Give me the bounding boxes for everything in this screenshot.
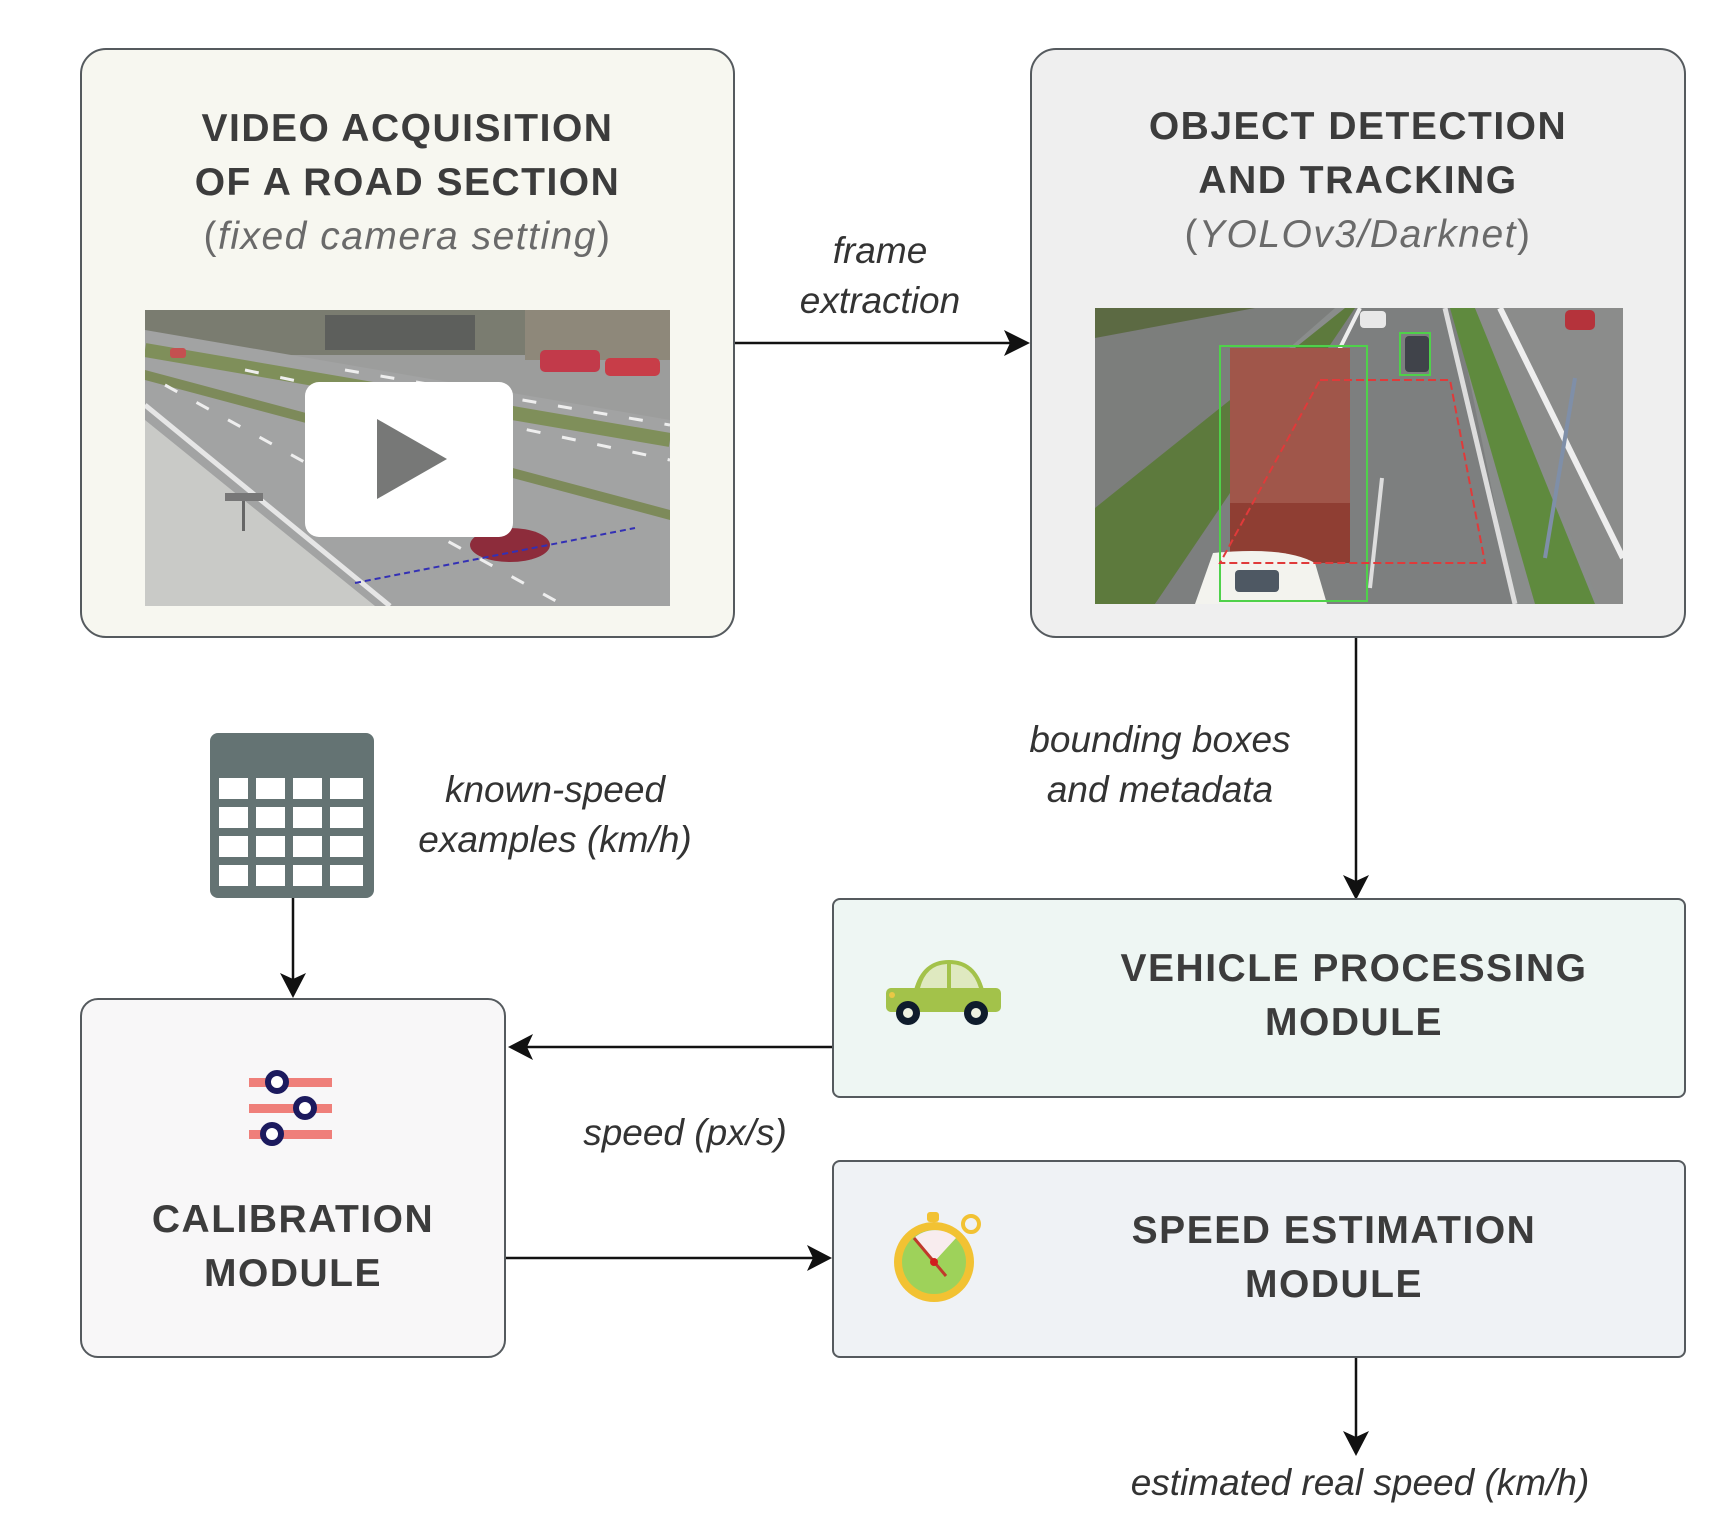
vehicle-processing-title: VEHICLE PROCESSING MODULE bbox=[1024, 942, 1684, 1050]
label-line: bounding boxes bbox=[1029, 719, 1291, 760]
title-line: VEHICLE PROCESSING bbox=[1120, 947, 1588, 990]
paren: ) bbox=[1516, 213, 1532, 256]
arrowhead bbox=[508, 1034, 533, 1060]
paren: ( bbox=[1184, 213, 1200, 256]
detected-vehicles-frame[interactable] bbox=[1095, 308, 1623, 604]
bounding-box-truck bbox=[1219, 345, 1368, 602]
object-detection-node: OBJECT DETECTION AND TRACKING (YOLOv3/Da… bbox=[1030, 48, 1686, 638]
speed-px-label: speed (px/s) bbox=[583, 1112, 787, 1153]
arrowhead bbox=[807, 1245, 832, 1271]
object-detection-subtitle: (YOLOv3/Darknet) bbox=[1032, 208, 1684, 262]
bounding-boxes-label: bounding boxes and metadata bbox=[995, 715, 1325, 815]
vehicle-processing-node: VEHICLE PROCESSING MODULE bbox=[832, 898, 1686, 1098]
arrowhead bbox=[1004, 330, 1030, 356]
title-line: OBJECT DETECTION bbox=[1148, 105, 1568, 148]
subtitle-text: fixed camera setting bbox=[217, 215, 597, 258]
title-line: MODULE bbox=[1245, 1263, 1423, 1306]
title-line: VIDEO ACQUISITION bbox=[201, 107, 614, 150]
paren: ) bbox=[597, 215, 612, 258]
arrowhead bbox=[1343, 875, 1369, 900]
play-button-icon[interactable] bbox=[305, 382, 513, 537]
title-line: MODULE bbox=[1265, 1001, 1443, 1044]
subtitle-text: YOLOv3/Darknet bbox=[1199, 213, 1517, 256]
known-speed-label: known-speed examples (km/h) bbox=[385, 765, 725, 865]
arrowhead bbox=[1343, 1431, 1369, 1456]
title-line: SPEED ESTIMATION bbox=[1131, 1209, 1537, 1252]
title-line: OF A ROAD SECTION bbox=[194, 161, 621, 204]
car-icon bbox=[884, 955, 1004, 1035]
speed-estimation-title: SPEED ESTIMATION MODULE bbox=[1024, 1204, 1644, 1312]
label-line: extraction bbox=[799, 280, 961, 321]
object-detection-title: OBJECT DETECTION AND TRACKING (YOLOv3/Da… bbox=[1032, 100, 1684, 262]
road-video-thumbnail[interactable] bbox=[145, 310, 670, 606]
paren: ( bbox=[203, 215, 218, 258]
frame-extraction-label: frame extraction bbox=[760, 226, 1000, 326]
label-line: and metadata bbox=[1046, 769, 1274, 810]
label-line: examples (km/h) bbox=[418, 819, 692, 860]
speed-zone-polygon bbox=[1218, 379, 1487, 564]
estimated-speed-label: estimated real speed (km/h) bbox=[1130, 1462, 1590, 1503]
sliders-icon bbox=[247, 1068, 337, 1148]
title-line: CALIBRATION bbox=[151, 1198, 435, 1241]
label-line: frame bbox=[832, 230, 928, 271]
bounding-box-car bbox=[1399, 332, 1431, 376]
calibration-node: CALIBRATION MODULE bbox=[80, 998, 506, 1358]
arrowhead bbox=[280, 973, 306, 998]
title-line: MODULE bbox=[204, 1252, 382, 1295]
stopwatch-icon bbox=[894, 1210, 989, 1305]
table-icon bbox=[210, 733, 374, 898]
video-acquisition-node: VIDEO ACQUISITION OF A ROAD SECTION (fix… bbox=[80, 48, 735, 638]
speed-estimation-node: SPEED ESTIMATION MODULE bbox=[832, 1160, 1686, 1358]
video-acquisition-subtitle: (fixed camera setting) bbox=[82, 210, 733, 264]
label-line: known-speed bbox=[444, 769, 666, 810]
calibration-title: CALIBRATION MODULE bbox=[82, 1193, 504, 1301]
title-line: AND TRACKING bbox=[1198, 159, 1518, 202]
video-acquisition-title: VIDEO ACQUISITION OF A ROAD SECTION (fix… bbox=[82, 102, 733, 264]
